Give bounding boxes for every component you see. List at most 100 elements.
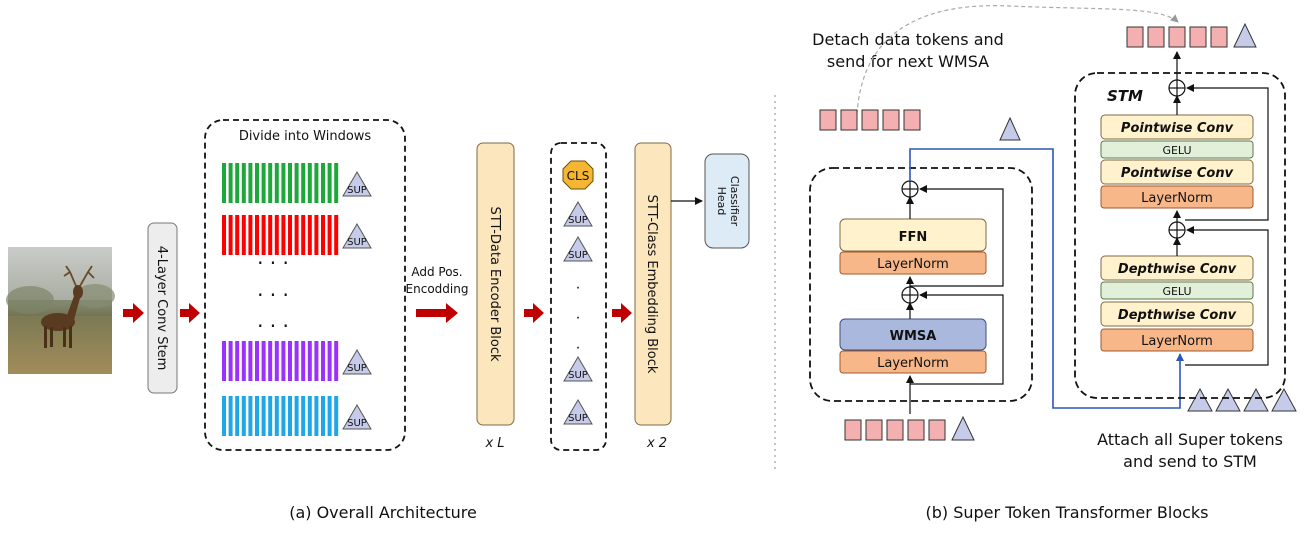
window-patch	[268, 341, 273, 381]
window-patch	[241, 341, 246, 381]
super-token-path	[909, 148, 1184, 409]
window-patch	[261, 215, 266, 255]
window-patch	[334, 396, 339, 436]
input-tokens-bottom	[844, 415, 975, 441]
gelu-2	[1100, 281, 1254, 300]
window-patch	[274, 396, 279, 436]
window-patch	[268, 163, 273, 203]
window-patch	[248, 215, 253, 255]
detach-curve	[856, 5, 1179, 115]
window-sup-token: SUP	[342, 404, 372, 430]
data-token	[882, 109, 900, 131]
attach-note-line1: Attach all Super tokens	[1097, 430, 1283, 449]
window-patch	[228, 396, 233, 436]
stm-block-group	[1074, 72, 1286, 399]
cls-token-label: CLS	[567, 169, 590, 183]
window-patch	[294, 341, 299, 381]
layernorm-stm-1	[1100, 185, 1254, 209]
window-patch	[321, 215, 325, 255]
detach-note-line2: send for next WMSA	[827, 52, 989, 71]
window-sup-token-label: SUP	[347, 237, 367, 248]
repeat-2-label: x 2	[646, 436, 667, 451]
windows-title: Divide into Windows	[239, 129, 372, 144]
super-token	[951, 415, 975, 441]
window-sup-token: SUP	[342, 171, 372, 197]
class-embedding-block: STT-Class Embedding Block x 2	[634, 142, 672, 451]
stm-add-2	[1168, 79, 1186, 97]
depthwise-conv-2-label: Depthwise Conv	[1118, 308, 1237, 323]
window-patch	[241, 163, 246, 203]
window-patch	[281, 215, 286, 255]
window-patch	[261, 341, 266, 381]
sup-token: SUP	[563, 356, 593, 382]
wmsa-connections	[906, 185, 1004, 414]
window-patch	[255, 215, 259, 255]
layernorm-stm-1-label: LayerNorm	[1141, 191, 1213, 206]
output-tokens-top	[1126, 22, 1257, 48]
window-patch	[327, 215, 332, 255]
window-patch	[261, 396, 266, 436]
data-token	[1189, 26, 1207, 48]
layernorm-wmsa	[839, 350, 987, 374]
window-patch	[235, 163, 240, 203]
layernorm-ffn-label: LayerNorm	[877, 257, 949, 272]
window-patch	[281, 341, 286, 381]
deer-silhouette	[41, 265, 95, 348]
window-patch	[294, 215, 299, 255]
window-dots: · · ·	[257, 251, 289, 275]
conv-stem-block: 4-Layer Conv Stem	[147, 222, 178, 394]
window-patch	[334, 341, 339, 381]
window-patch	[314, 163, 319, 203]
caption-b: (b) Super Token Transformer Blocks	[926, 503, 1209, 522]
window-sup-token-label: SUP	[347, 185, 367, 196]
sup-token-label: SUP	[568, 215, 588, 226]
window-row: SUP	[222, 215, 372, 255]
data-token	[844, 419, 862, 441]
window-patch	[288, 163, 292, 203]
super-token	[1271, 387, 1297, 412]
window-patch	[307, 215, 312, 255]
super-token	[1215, 387, 1241, 412]
window-patch	[314, 396, 319, 436]
window-patch	[255, 396, 259, 436]
data-token	[840, 109, 858, 131]
window-patch	[327, 163, 332, 203]
super-token	[1243, 387, 1269, 412]
data-token	[928, 419, 946, 441]
window-patch	[228, 341, 233, 381]
input-image	[6, 247, 115, 374]
window-patch	[307, 341, 312, 381]
window-patch	[301, 341, 306, 381]
gelu-1	[1100, 140, 1254, 159]
window-row: SUP	[222, 341, 372, 381]
data-token	[1126, 26, 1144, 48]
window-patch	[288, 215, 292, 255]
super-token	[1233, 22, 1257, 48]
window-patch	[235, 215, 240, 255]
super-token-row	[1187, 387, 1297, 412]
window-patch	[294, 163, 299, 203]
data-encoder-block: STT-Data Encoder Block x L	[476, 142, 515, 451]
window-sup-token-label: SUP	[347, 418, 367, 429]
window-row: SUP	[222, 163, 372, 203]
window-patch	[241, 396, 246, 436]
flow-arrows	[123, 303, 632, 323]
sup-token: SUP	[563, 236, 593, 262]
window-patch	[255, 163, 259, 203]
sup-token-label: SUP	[568, 250, 588, 261]
sup-token: SUP	[563, 201, 593, 227]
window-patch	[248, 396, 253, 436]
super-token	[1187, 387, 1213, 412]
repeat-l-label: x L	[484, 436, 504, 451]
class-embedding-label: STT-Class Embedding Block	[644, 195, 659, 374]
window-patch	[235, 396, 240, 436]
window-patch	[268, 215, 273, 255]
conv-stem-label: 4-Layer Conv Stem	[154, 246, 169, 370]
window-patch	[301, 396, 306, 436]
residual-add-1	[901, 286, 919, 304]
residual-add-2	[901, 180, 919, 198]
ffn-block	[839, 218, 987, 252]
